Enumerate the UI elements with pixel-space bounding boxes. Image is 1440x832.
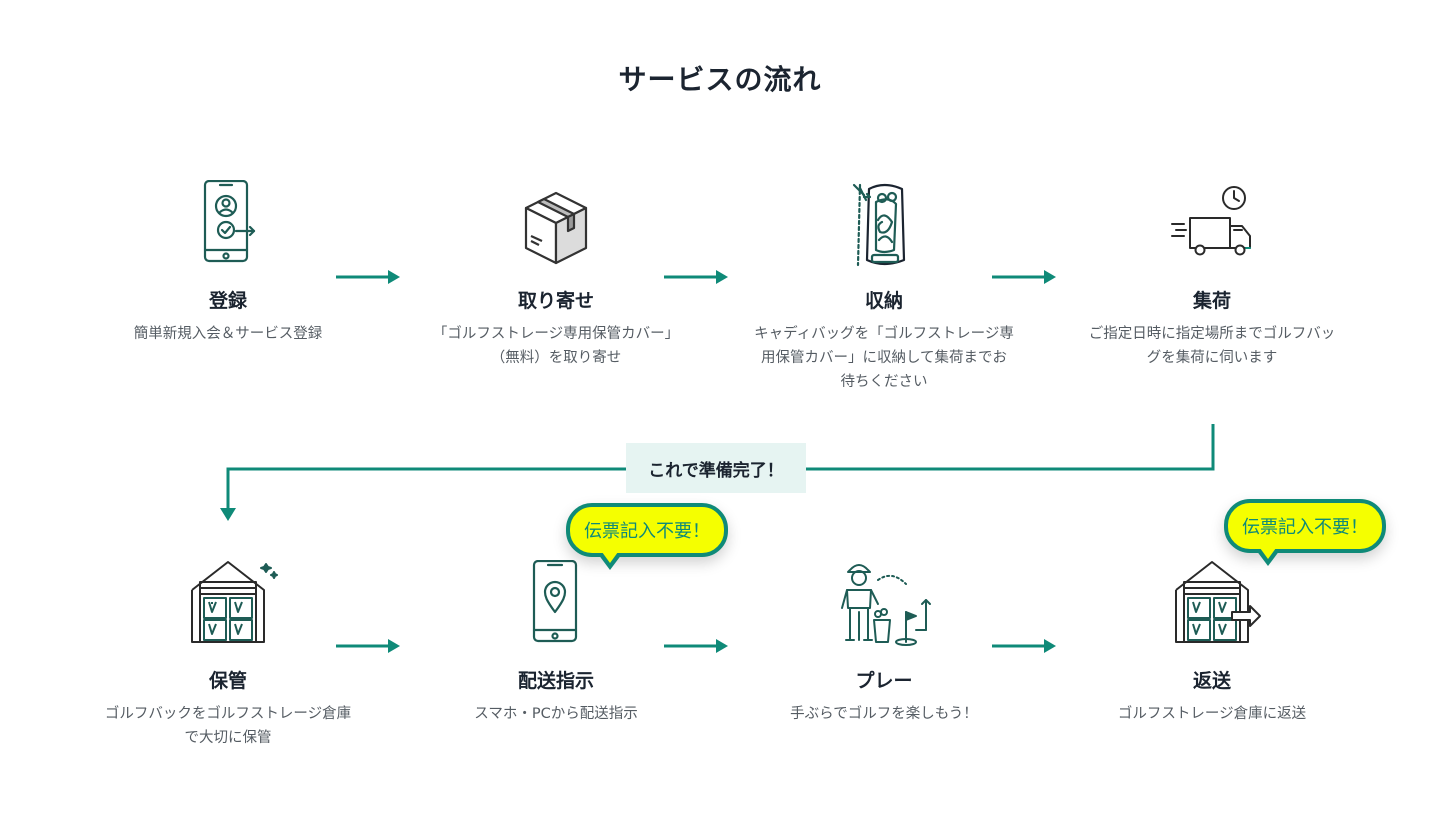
flow-arrow [336,636,402,656]
flow-arrow [664,267,730,287]
step-name: 登録 [208,290,247,312]
no-slip-badge: 伝票記入不要！ [566,503,728,570]
step-description: ご指定日時に指定場所までゴルフバッグを集荷に伺います [1088,326,1336,366]
badge-tail-inner [602,552,618,563]
step-description: キャディバッグを「ゴルフストレージ専用保管カバー」に収納して集荷までお待ちくださ… [754,326,1014,390]
step-name: 集荷 [1192,290,1231,312]
page-title: サービスの流れ [618,63,822,96]
step-name: 返送 [1192,670,1231,692]
badge-text: 伝票記入不要！ [1242,517,1368,538]
warehouse-storage-icon [178,560,278,660]
badge-tail-inner [1260,548,1276,559]
delivery-truck-clock-icon [1162,180,1262,280]
step-name: 配送指示 [517,670,594,692]
step-description: スマホ・PCから配送指示 [474,706,638,722]
golfer-play-icon [834,560,934,660]
flow-arrow [992,636,1058,656]
ready-label: これで準備完了！ [626,443,806,493]
step-name: 収納 [864,290,903,312]
step-description: 手ぶらでゴルフを楽しもう！ [790,706,978,722]
warehouse-return-icon [1162,560,1262,660]
flow-arrow [992,267,1058,287]
flow-arrow [336,267,402,287]
step-description: ゴルフストレージ倉庫に返送 [1117,706,1307,722]
step-description: 「ゴルフストレージ専用保管カバー」（無料）を取り寄せ [432,326,680,366]
step-description: 簡単新規入会＆サービス登録 [133,326,323,342]
smartphone-user-check-icon [178,180,278,280]
cardboard-box-icon [506,180,606,280]
badge-text: 伝票記入不要！ [584,521,710,542]
step-description: ゴルフバックをゴルフストレージ倉庫で大切に保管 [104,706,352,746]
golf-bag-cover-icon [834,180,934,280]
step-name: プレー [855,670,913,692]
flow-arrow [664,636,730,656]
step-name: 取り寄せ [517,290,594,312]
step-name: 保管 [208,670,247,692]
smartphone-location-pin-icon [506,560,606,660]
no-slip-badge: 伝票記入不要！ [1224,499,1386,566]
